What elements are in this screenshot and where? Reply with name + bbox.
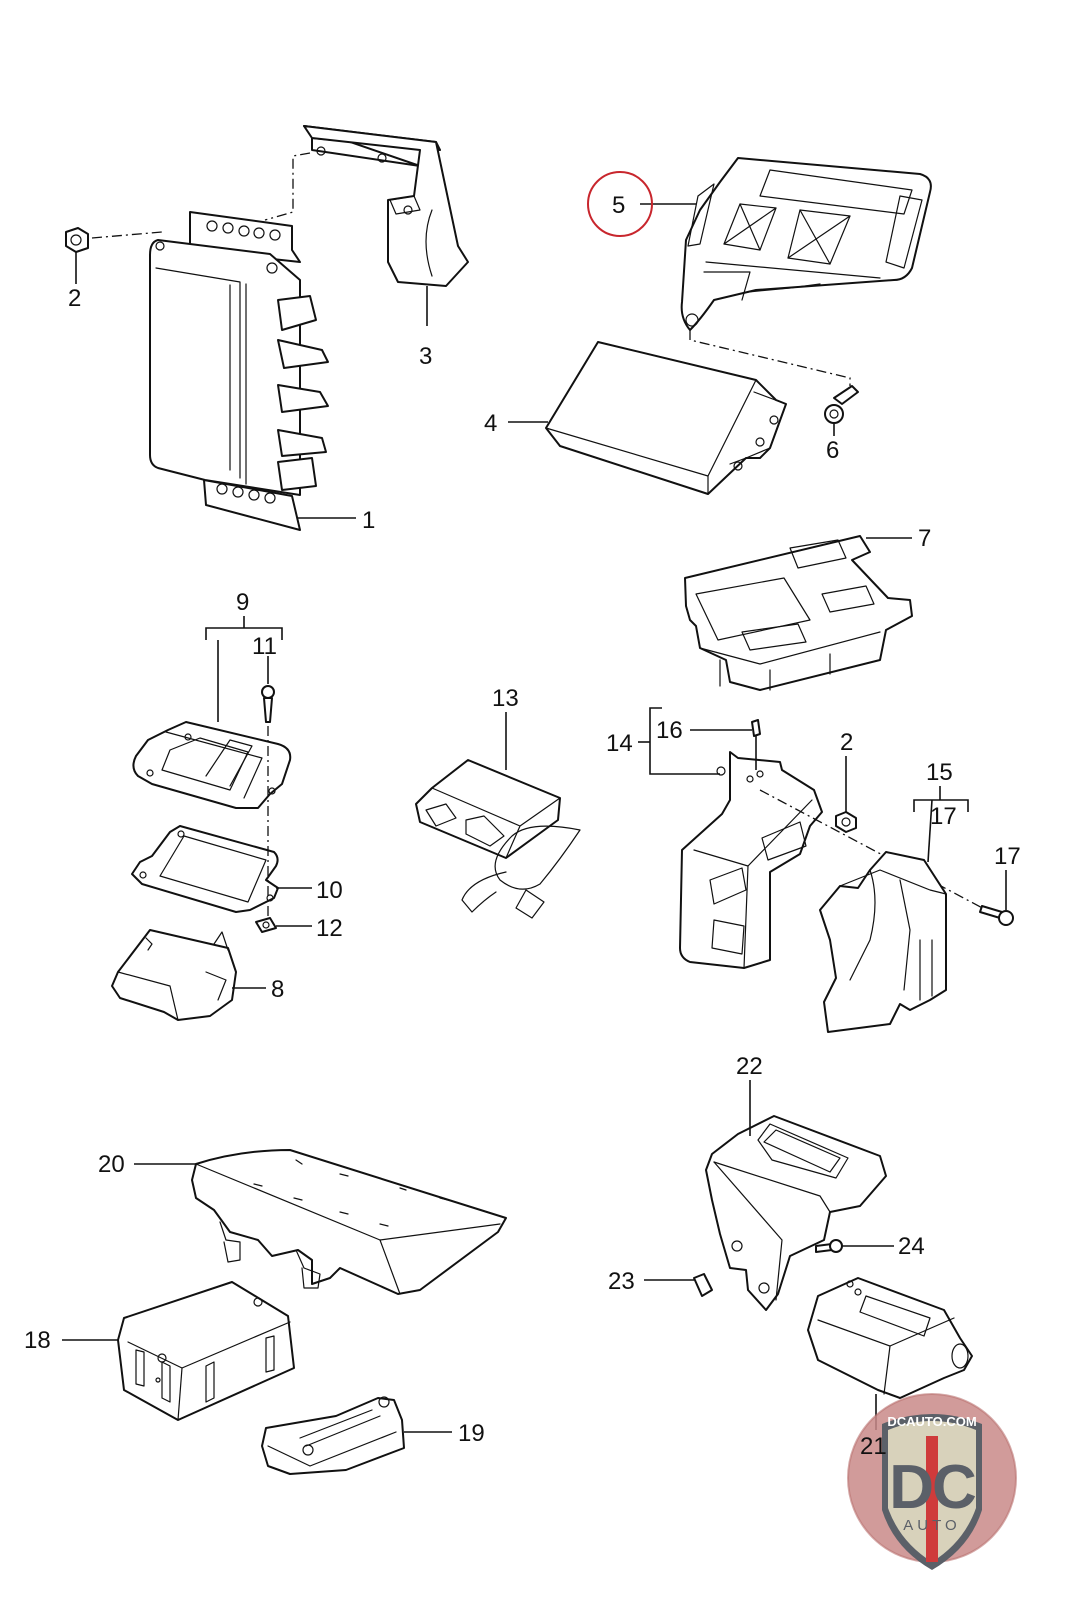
callout-7[interactable]: 7 — [918, 525, 931, 552]
callout-9[interactable]: 9 — [236, 589, 249, 616]
part-22-bracket[interactable] — [705, 1115, 887, 1311]
assembly-line — [264, 152, 311, 221]
part-3-bracket[interactable] — [303, 125, 469, 287]
part-15-cover[interactable] — [819, 851, 947, 1033]
callout-2-lower[interactable]: 2 — [840, 729, 853, 756]
highlight-circle — [587, 171, 653, 237]
callout-3[interactable]: 3 — [419, 343, 432, 370]
callout-17-screw[interactable]: 17 — [994, 843, 1021, 870]
part-12-clip[interactable] — [255, 917, 277, 933]
part-23-clip[interactable] — [693, 1273, 713, 1297]
dcauto-watermark-logo: DCAUTO.COM DC AUTO — [847, 1393, 1017, 1570]
callout-12[interactable]: 12 — [316, 915, 343, 942]
callout-17-assembly[interactable]: 17 — [930, 803, 957, 830]
callout-8[interactable]: 8 — [271, 976, 284, 1003]
watermark-site-text: DCAUTO.COM — [887, 1414, 976, 1429]
part-5-bracket[interactable] — [680, 157, 932, 331]
part-9-cover[interactable] — [132, 721, 292, 809]
callout-20[interactable]: 20 — [98, 1151, 125, 1178]
callout-23[interactable]: 23 — [608, 1268, 635, 1295]
part-19-module[interactable] — [261, 1396, 405, 1475]
callout-10[interactable]: 10 — [316, 877, 343, 904]
callout-16[interactable]: 16 — [656, 717, 683, 744]
assembly-line — [91, 231, 163, 239]
callout-2[interactable]: 2 — [68, 285, 81, 312]
callout-1[interactable]: 1 — [362, 507, 375, 534]
callouts: 1 2 3 4 5 6 7 8 9 10 11 12 13 14 15 16 1… — [24, 192, 1021, 1460]
callout-13[interactable]: 13 — [492, 685, 519, 712]
callout-21[interactable]: 21 — [860, 1433, 887, 1460]
part-6-screw[interactable] — [824, 385, 859, 424]
part-20-tray[interactable] — [191, 1149, 507, 1295]
part-14-module[interactable] — [679, 751, 823, 969]
part-4-module[interactable] — [545, 341, 787, 495]
callout-4[interactable]: 4 — [484, 410, 497, 437]
leader-lines — [62, 203, 1007, 1433]
callout-11[interactable]: 11 — [252, 633, 277, 660]
callout-18[interactable]: 18 — [24, 1327, 51, 1354]
callout-15[interactable]: 15 — [926, 759, 953, 786]
part-11-screw[interactable] — [261, 685, 275, 723]
part-13-harness-module[interactable] — [415, 759, 581, 919]
part-17-screw[interactable] — [979, 905, 1014, 926]
part-7-module[interactable] — [684, 535, 913, 691]
assembly-line — [759, 789, 991, 913]
callout-22[interactable]: 22 — [736, 1053, 763, 1080]
part-2-nut[interactable] — [65, 227, 89, 253]
callout-19[interactable]: 19 — [458, 1420, 485, 1447]
assembly-line — [689, 330, 851, 386]
callout-24[interactable]: 24 — [898, 1233, 925, 1260]
part-18-module[interactable] — [117, 1281, 295, 1421]
part-21-module[interactable] — [807, 1277, 973, 1399]
part-1-control-unit[interactable] — [149, 211, 329, 531]
part-8-module[interactable] — [111, 929, 237, 1021]
part-10-gasket[interactable] — [131, 825, 279, 913]
callout-5[interactable]: 5 — [612, 192, 625, 219]
callout-6[interactable]: 6 — [826, 437, 839, 464]
watermark-monogram: DC — [889, 1453, 976, 1522]
part-16-clip[interactable] — [751, 719, 761, 737]
part-2-nut-lower[interactable] — [835, 811, 857, 833]
part-24-screw[interactable] — [815, 1239, 843, 1253]
watermark-sub-text: AUTO — [903, 1517, 960, 1534]
callout-14[interactable]: 14 — [606, 730, 633, 757]
